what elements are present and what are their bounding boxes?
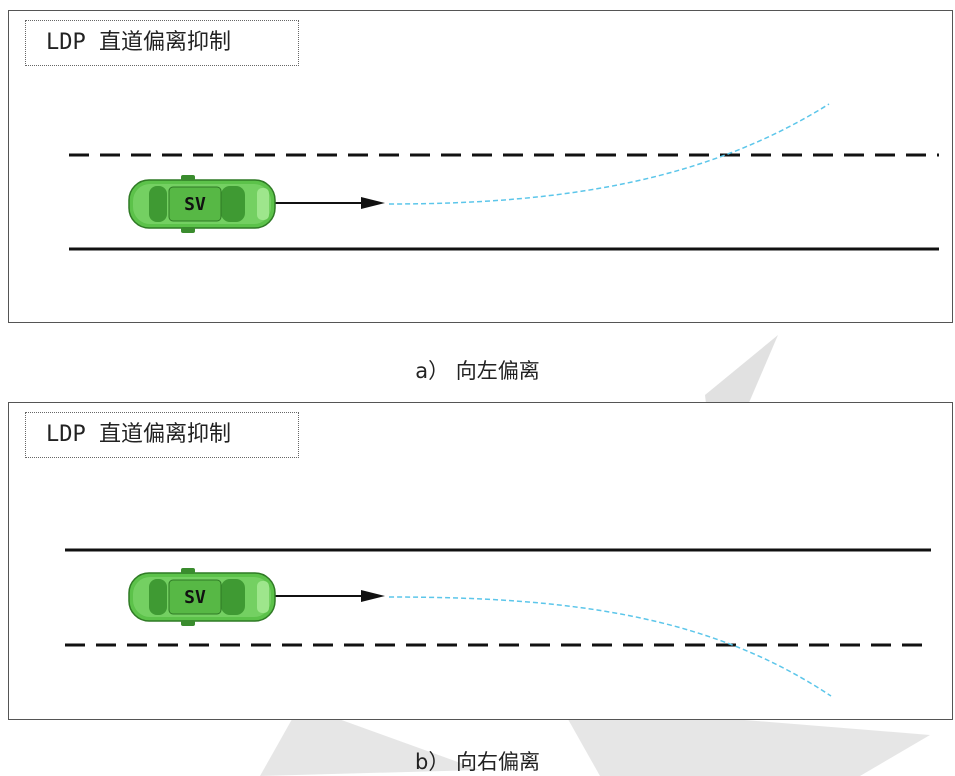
road-scene: SV (69, 103, 939, 251)
arrowhead (361, 590, 385, 602)
diagram-panel-left-departure: SV LDP 直道偏离抑制 (8, 10, 953, 323)
caption-a: a） 向左偏离 (415, 359, 540, 383)
arrowhead (361, 197, 385, 209)
subject-vehicle (128, 568, 276, 626)
vehicle-label: SV (184, 194, 206, 215)
scenario-label: LDP 直道偏离抑制 (25, 20, 299, 66)
vehicle-label: SV (184, 587, 206, 608)
caption-b: b） 向右偏离 (414, 750, 540, 774)
subject-vehicle (128, 175, 276, 233)
road-scene: SV (65, 548, 931, 697)
diagram-panel-right-departure: SV LDP 直道偏离抑制 (8, 402, 953, 720)
trajectory-curve (388, 103, 830, 205)
scenario-label: LDP 直道偏离抑制 (25, 412, 299, 458)
trajectory-curve (388, 596, 832, 697)
